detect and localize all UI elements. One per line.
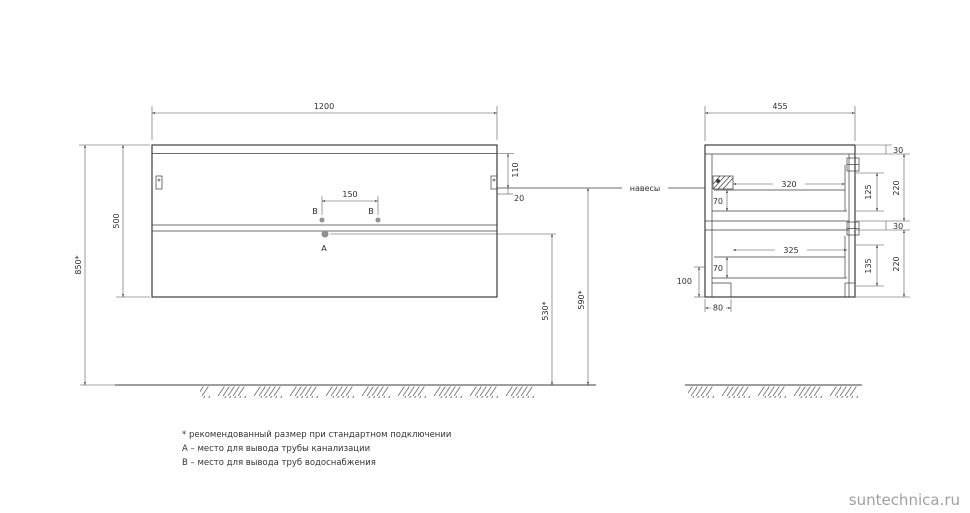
point-b-right: B bbox=[368, 207, 381, 223]
dim-front-height: 500 bbox=[112, 144, 150, 298]
dim-drawer2-offset: 70 bbox=[713, 256, 729, 279]
floor bbox=[115, 384, 862, 398]
dim-drawer2-depth: 325 bbox=[732, 244, 848, 256]
dim-drawer1-depth: 320 bbox=[732, 178, 846, 190]
dim-back-offset-label: 80 bbox=[713, 304, 723, 313]
dim-front-width-label: 1200 bbox=[314, 102, 334, 111]
dim-front-height-label: 500 bbox=[112, 213, 121, 228]
notes: * рекомендованный размер при стандартном… bbox=[182, 430, 451, 468]
dim-top-offset-label: 110 bbox=[511, 162, 520, 177]
dim-front-width: 1200 bbox=[151, 102, 498, 140]
front-view: 1200 500 850* 110 20 навесы bbox=[74, 102, 705, 386]
wall-bracket-top-icon bbox=[846, 157, 860, 172]
dim-drawer2-inner-height-label: 135 bbox=[864, 258, 873, 273]
dim-divider-label: 30 bbox=[893, 222, 903, 231]
dim-hanger-gap-label: 20 bbox=[514, 194, 524, 203]
dim-drawer1-inner-height-label: 125 bbox=[864, 184, 873, 199]
wall-bracket-middle-icon bbox=[846, 221, 860, 236]
watermark: suntechnica.ru bbox=[849, 491, 960, 509]
point-a: A bbox=[321, 230, 329, 253]
hanger-mark-left-icon bbox=[155, 175, 163, 190]
hangers-label: навесы bbox=[630, 184, 660, 193]
dim-divider: 30 bbox=[856, 221, 910, 231]
dim-b-spacing-label: 150 bbox=[342, 190, 357, 199]
side-view: 455 30 320 70 125 220 bbox=[677, 102, 910, 313]
dim-drawer1-depth-label: 320 bbox=[781, 180, 796, 189]
dim-install-height-label: 850* bbox=[74, 255, 83, 274]
dim-depth: 455 bbox=[704, 102, 856, 141]
dim-drawer2-offset-label: 70 bbox=[713, 264, 723, 273]
hanger-bracket-icon bbox=[712, 175, 734, 190]
floor-hatch-left bbox=[200, 386, 540, 398]
point-b-left-label: B bbox=[312, 207, 318, 216]
hanger-mark-right-icon bbox=[490, 175, 498, 190]
hangers-callout: навесы bbox=[497, 184, 705, 193]
dim-hanger-height: 590* bbox=[577, 187, 590, 386]
dim-drawer2-height: 220 bbox=[856, 229, 910, 298]
point-a-label: A bbox=[321, 244, 327, 253]
dim-top-rail-label: 30 bbox=[893, 146, 903, 155]
note-point-b: B – место для вывода труб водоснабжения bbox=[182, 458, 376, 468]
dim-top-offset: 110 bbox=[497, 153, 520, 189]
dim-bottom-offset: 100 bbox=[677, 266, 705, 298]
dim-hanger-gap: 20 bbox=[497, 188, 524, 203]
dim-drawer1-height-label: 220 bbox=[892, 180, 901, 195]
side-cabinet-outline bbox=[704, 144, 856, 298]
note-point-a: A – место для вывода трубы канализации bbox=[182, 444, 370, 454]
dim-a-height-label: 530* bbox=[541, 301, 550, 320]
dim-back-offset: 80 bbox=[704, 299, 732, 313]
dim-drawer2-height-label: 220 bbox=[892, 256, 901, 271]
floor-hatch-right bbox=[688, 386, 860, 398]
dim-depth-label: 455 bbox=[772, 102, 787, 111]
dim-a-height: 530* bbox=[330, 233, 556, 386]
note-recommended: * рекомендованный размер при стандартном… bbox=[182, 430, 451, 440]
dim-top-rail: 30 bbox=[856, 144, 903, 155]
point-b-right-label: B bbox=[368, 207, 374, 216]
dim-drawer1-height: 220 bbox=[856, 153, 910, 222]
front-cabinet-outline bbox=[151, 144, 498, 298]
dim-drawer2-inner-height: 135 bbox=[856, 244, 884, 287]
dim-drawer1-offset-label: 70 bbox=[713, 197, 723, 206]
dim-hanger-height-label: 590* bbox=[577, 290, 586, 309]
point-b-left: B bbox=[312, 207, 325, 223]
dim-bottom-offset-label: 100 bbox=[677, 277, 692, 286]
dim-drawer2-depth-label: 325 bbox=[783, 246, 798, 255]
dim-drawer1-offset: 70 bbox=[713, 189, 729, 212]
dim-b-spacing: 150 bbox=[321, 190, 379, 215]
dim-install-height: 850* bbox=[74, 144, 150, 386]
dim-drawer1-inner-height: 125 bbox=[856, 172, 884, 212]
